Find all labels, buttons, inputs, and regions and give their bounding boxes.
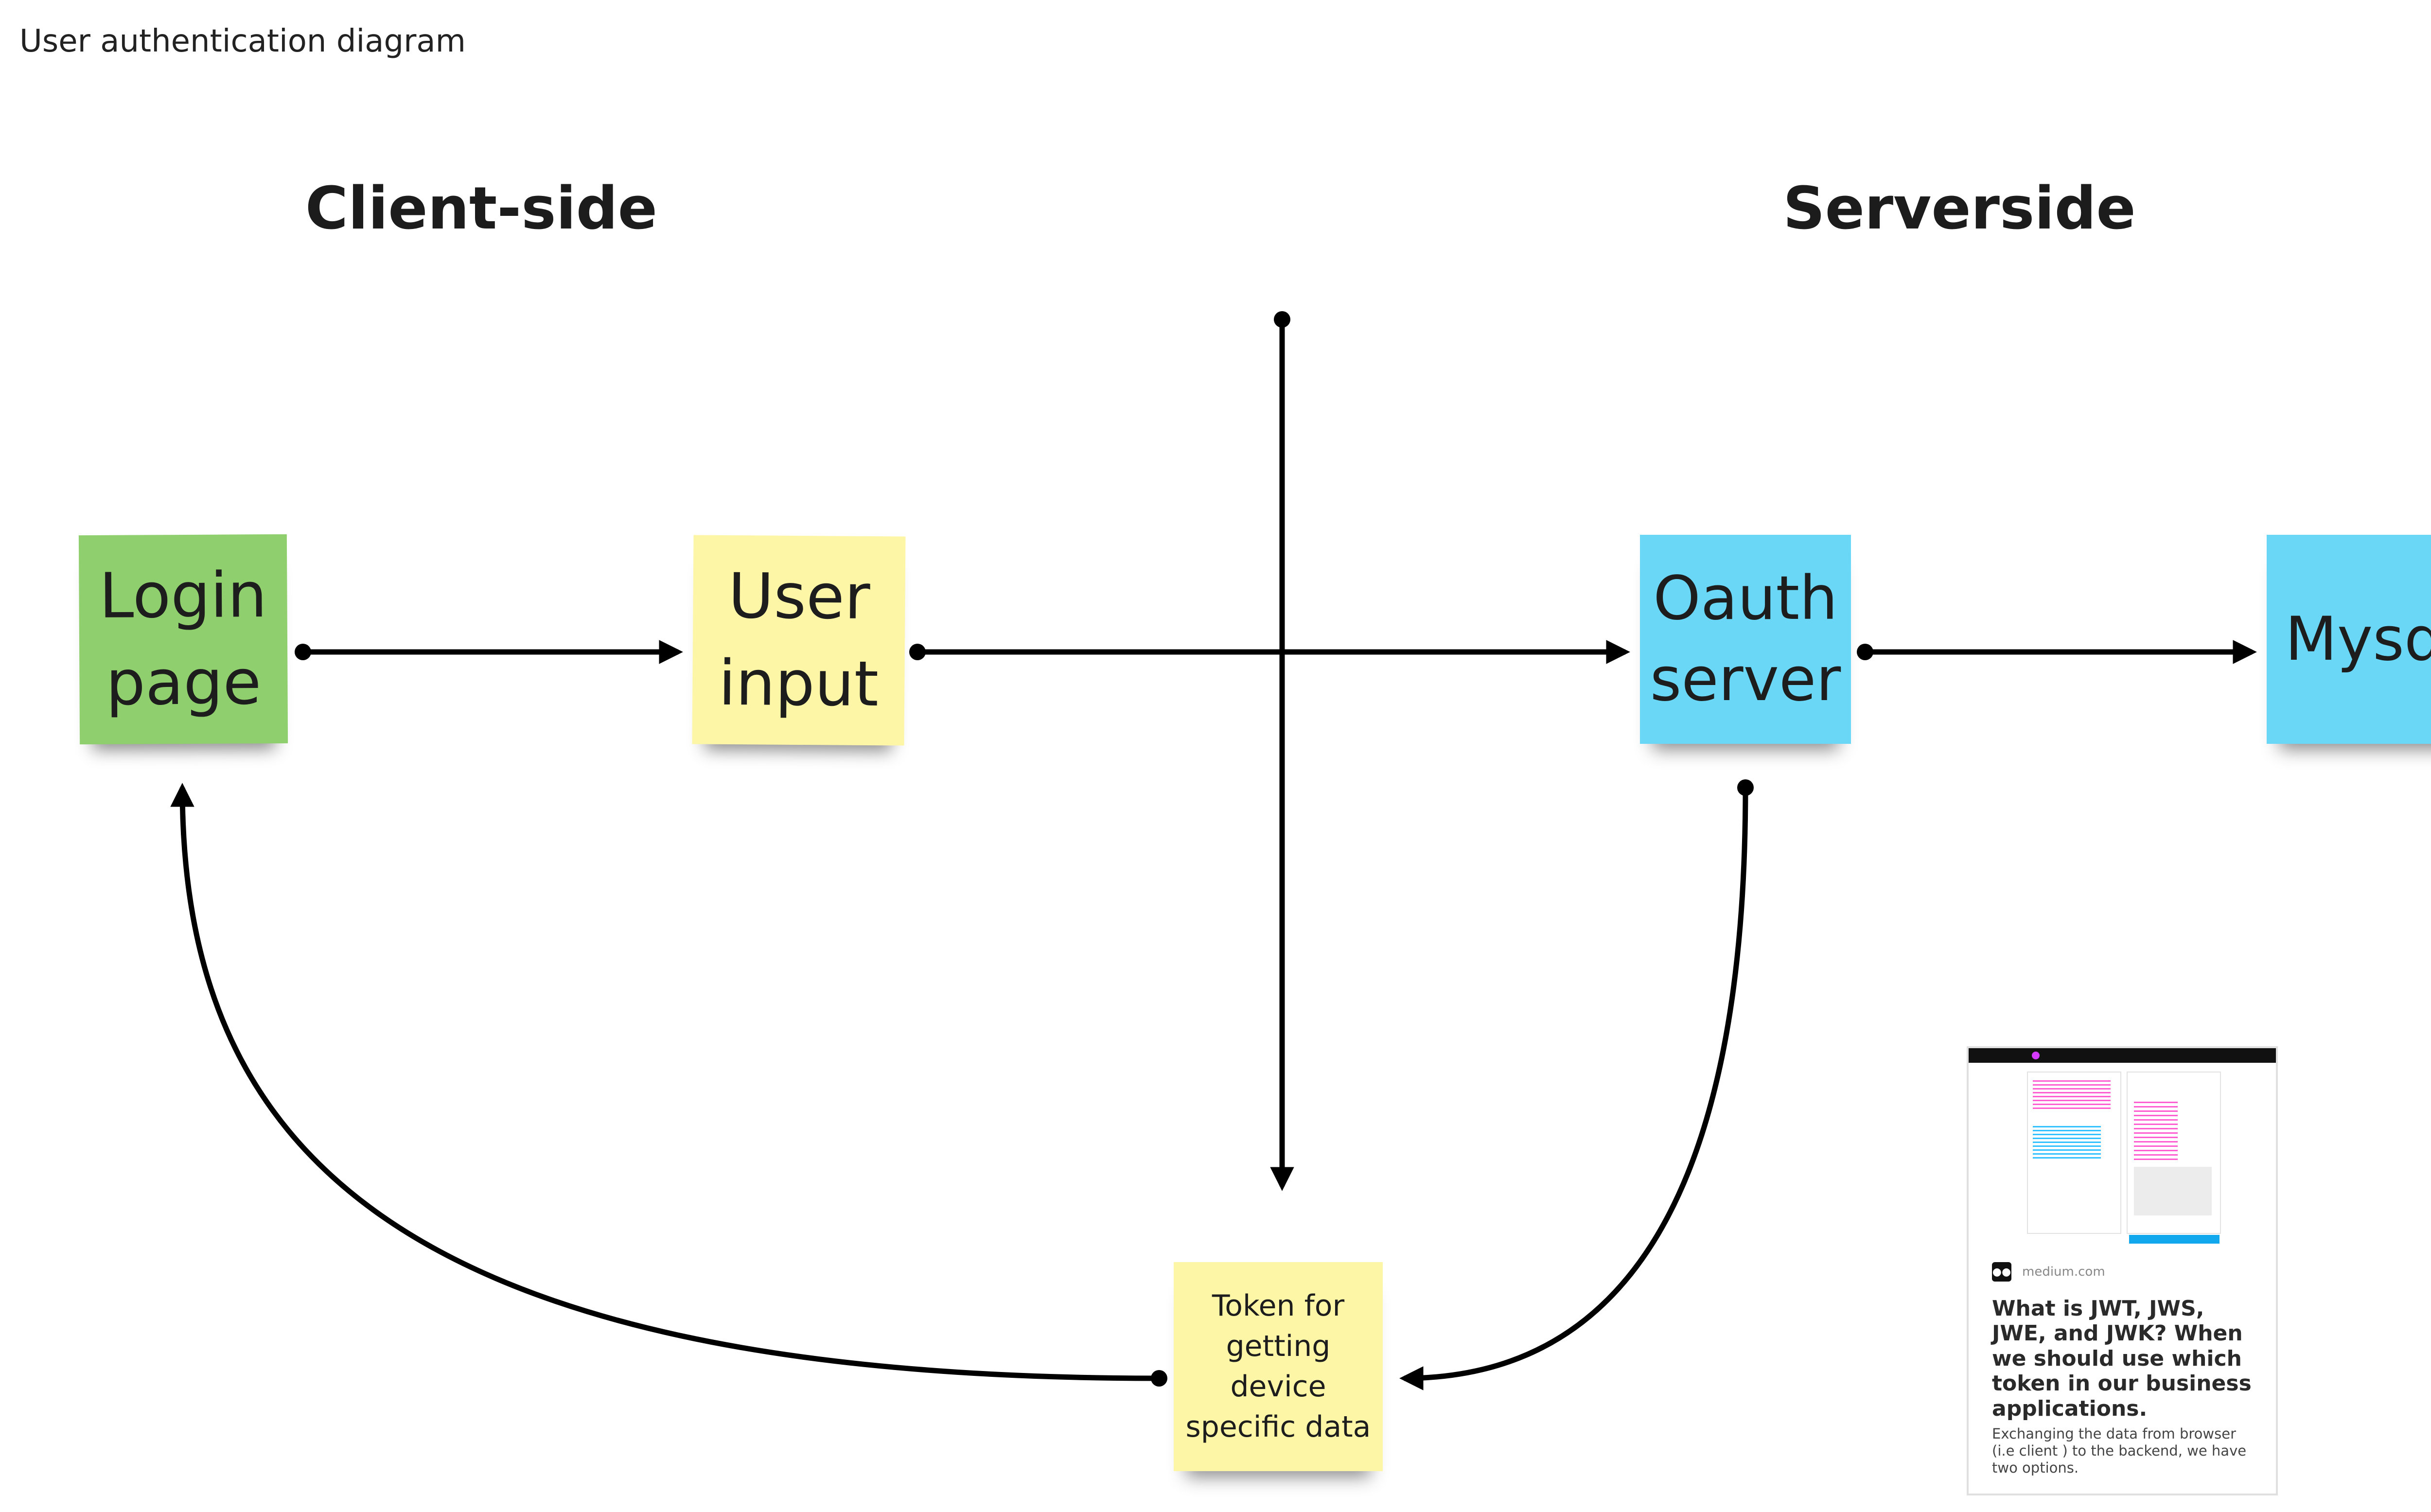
sticky-user-line2: input [718, 647, 879, 721]
sticky-mysql-text: Mysql [2285, 604, 2431, 674]
sticky-oauth-line1: Oauth [1653, 563, 1838, 633]
arrow-login-start-dot [295, 644, 311, 660]
arrow-oauth-token-start-dot [1737, 779, 1754, 796]
sticky-token-line2: getting [1226, 1329, 1331, 1364]
sticky-note-token[interactable]: Token for getting device specific data [1174, 1262, 1383, 1471]
sticky-note-mysql[interactable]: Mysql [2267, 535, 2431, 744]
link-preview-source: ●● medium.com [1992, 1262, 2105, 1282]
sticky-note-login-page[interactable]: Login page [78, 534, 288, 745]
link-preview-thumbnail [1969, 1048, 2276, 1252]
sticky-token-line3: device [1230, 1370, 1326, 1404]
link-preview-site: medium.com [2022, 1265, 2105, 1279]
sticky-token-line4: specific data [1185, 1409, 1371, 1444]
arrow-oauth-start-dot [1857, 644, 1873, 660]
server-side-heading[interactable]: Serverside [1783, 175, 2136, 243]
sticky-login-line1: Login [99, 559, 267, 633]
sticky-oauth-line2: server [1650, 645, 1841, 715]
link-preview-title[interactable]: What is JWT, JWS, JWE, and JWK? When we … [1992, 1296, 2252, 1421]
sticky-user-line1: User [728, 560, 871, 633]
link-preview-description: Exchanging the data from browser (i.e cl… [1992, 1425, 2247, 1476]
arrow-token-to-login[interactable] [170, 783, 1160, 1381]
sticky-note-user-input[interactable]: User input [692, 535, 906, 746]
arrow-user-input-start-dot [909, 644, 926, 660]
medium-icon: ●● [1992, 1262, 2011, 1282]
client-side-heading[interactable]: Client-side [305, 175, 658, 243]
sticky-token-line1: Token for [1212, 1289, 1345, 1323]
arrow-token-login-start-dot [1151, 1370, 1167, 1387]
arrow-oauth-to-token[interactable] [1399, 787, 1748, 1390]
sticky-note-oauth-server[interactable]: Oauth server [1640, 535, 1851, 744]
board-title: User authentication diagram [19, 23, 466, 59]
divider-start-dot [1274, 311, 1290, 328]
sticky-login-line2: page [106, 646, 262, 720]
link-preview-card[interactable]: ●● medium.com What is JWT, JWS, JWE, and… [1967, 1046, 2278, 1495]
